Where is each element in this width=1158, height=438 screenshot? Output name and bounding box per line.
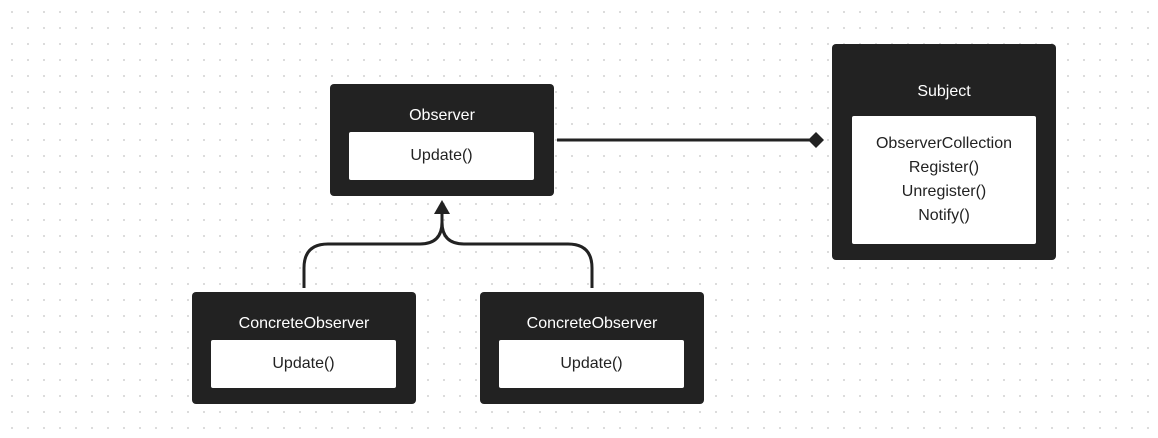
observer-class-box[interactable]: Observer Update() [330, 84, 554, 196]
inheritance-connector-right [440, 214, 594, 288]
subject-member-observer-collection: ObserverCollection [875, 135, 1013, 152]
concrete-observer-class-box[interactable]: ConcreteObserver Update() [192, 292, 416, 404]
subject-member-register: Register() [908, 159, 980, 176]
inheritance-arrowhead-icon [434, 200, 450, 214]
concrete-observer-member-update: Update() [560, 355, 623, 372]
concrete-observer-members: Update() [499, 340, 684, 388]
concrete-observer-class-title: ConcreteObserver [238, 315, 370, 332]
concrete-observer-class-title: ConcreteObserver [526, 315, 658, 332]
composition-diamond-icon [808, 132, 824, 148]
concrete-observer-member-update: Update() [272, 355, 335, 372]
subject-member-notify: Notify() [918, 207, 970, 224]
subject-members: ObserverCollection Register() Unregister… [852, 116, 1036, 244]
observer-member-update: Update() [410, 147, 473, 164]
inheritance-connector-left [302, 214, 444, 288]
subject-class-box[interactable]: Subject ObserverCollection Register() Un… [832, 44, 1056, 260]
concrete-observer-class-box[interactable]: ConcreteObserver Update() [480, 292, 704, 404]
observer-class-title: Observer [409, 107, 475, 124]
subject-member-unregister: Unregister() [901, 183, 987, 200]
subject-class-title: Subject [917, 83, 971, 100]
concrete-observer-members: Update() [211, 340, 396, 388]
observer-members: Update() [349, 132, 534, 180]
